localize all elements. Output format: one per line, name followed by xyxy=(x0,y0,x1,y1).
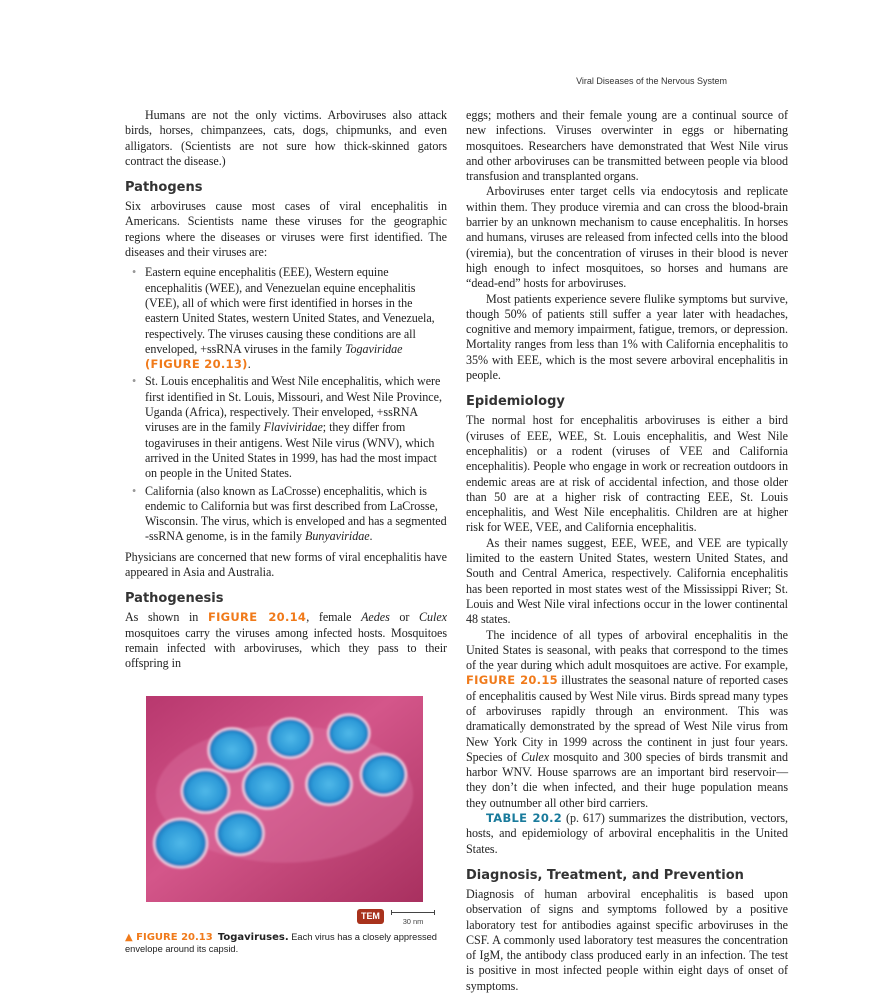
virion xyxy=(207,726,257,773)
text-run: Diagnosis of human arboviral encephaliti… xyxy=(466,886,788,993)
text-run: mosquitoes carry the viruses among infec… xyxy=(125,625,447,671)
section-heading: Epidemiology xyxy=(466,394,565,410)
text-run: or xyxy=(389,610,420,625)
figure-link[interactable]: FIGURE 20.14 xyxy=(207,610,307,625)
text-run: As shown in xyxy=(125,610,208,625)
text-run: Eastern equine encephalitis (EEE), Weste… xyxy=(145,265,435,356)
figure-link[interactable]: (FIGURE 20.13) xyxy=(145,357,248,372)
italic-text: Aedes xyxy=(361,610,390,625)
italic-text: Flaviviridae xyxy=(263,420,323,435)
italic-text: Culex xyxy=(521,749,550,764)
virion xyxy=(215,810,265,856)
figure-link[interactable]: FIGURE 20.15 xyxy=(466,673,558,688)
text-run: mosquito and 300 species of birds transm… xyxy=(466,749,789,810)
text-run: Physicians are concerned that new forms … xyxy=(125,549,447,580)
section-heading: Pathogenesis xyxy=(125,591,224,607)
virion xyxy=(359,752,408,796)
section-heading: Pathogens xyxy=(125,180,203,196)
text-run: , female xyxy=(306,610,362,625)
figure-caption: ▲ FIGURE 20.13 Togaviruses. Each virus h… xyxy=(125,931,445,955)
paragraph: Arboviruses enter target cells via endoc… xyxy=(466,184,788,291)
text-run: Six arboviruses cause most cases of vira… xyxy=(125,199,447,260)
scale-label: 30 nm xyxy=(402,916,424,926)
italic-text: Togaviridae xyxy=(344,341,403,356)
right-column: eggs; mothers and their female young are… xyxy=(466,108,788,994)
virion xyxy=(241,762,294,810)
figure-title: Togaviruses. xyxy=(217,931,289,943)
text-run: Arboviruses enter target cells via endoc… xyxy=(466,184,788,291)
paragraph: Most patients experience severe flulike … xyxy=(466,292,788,384)
text-run: ; they differ from togaviruses in their … xyxy=(145,420,437,481)
paragraph: As shown in FIGURE 20.14, female Aedes o… xyxy=(125,610,447,671)
text-run: The incidence of all types of arboviral … xyxy=(466,627,788,673)
text-run: As their names suggest, EEE, WEE, and VE… xyxy=(466,535,788,627)
running-head: Viral Diseases of the Nervous System xyxy=(576,76,727,86)
paragraph: Six arboviruses cause most cases of vira… xyxy=(125,199,447,260)
paragraph: eggs; mothers and their female young are… xyxy=(466,108,788,184)
scale-bar: 30 nm xyxy=(391,909,435,926)
text-run: The normal host for encephalitis arbovir… xyxy=(466,413,788,535)
paragraph: As their names suggest, EEE, WEE, and VE… xyxy=(466,536,788,628)
text-run: California (also known as LaCrosse) ence… xyxy=(145,483,447,544)
text-run: . xyxy=(247,357,251,372)
list-item: California (also known as LaCrosse) ence… xyxy=(132,483,447,545)
table-link[interactable]: TABLE 20.2 xyxy=(486,811,563,826)
figure-label: ▲ FIGURE 20.13 xyxy=(125,931,213,943)
figure-20-13: TEM 30 nm ▲ FIGURE 20.13 Togaviruses. Ea… xyxy=(125,695,447,966)
virion xyxy=(305,762,353,806)
virion xyxy=(327,712,371,753)
tem-badge: TEM xyxy=(357,908,384,924)
paragraph: TABLE 20.2 (p. 617) summarizes the distr… xyxy=(466,811,788,857)
paragraph: The incidence of all types of arboviral … xyxy=(466,628,788,812)
paragraph: Physicians are concerned that new forms … xyxy=(125,550,447,581)
text-run: . xyxy=(369,529,373,544)
list-item: St. Louis encephalitis and West Nile enc… xyxy=(132,374,447,481)
section-heading: Diagnosis, Treatment, and Prevention xyxy=(466,867,744,883)
italic-text: Bunyaviridae xyxy=(304,529,370,544)
italic-text: Culex xyxy=(419,610,447,625)
paragraph: Diagnosis of human arboviral encephaliti… xyxy=(466,887,788,994)
togavirus-micrograph xyxy=(146,695,423,902)
text-run: illustrates the seasonal nature of repor… xyxy=(466,673,789,764)
virion xyxy=(267,716,314,759)
paragraph: Humans are not the only victims. Arbovir… xyxy=(125,108,447,169)
figure-text: Each virus has a closely appressed envel… xyxy=(125,931,437,954)
text-run: Most patients experience severe flulike … xyxy=(466,291,788,383)
left-column: Humans are not the only victims. Arbovir… xyxy=(125,108,447,966)
virion xyxy=(180,768,231,814)
bullet-list: Eastern equine encephalitis (EEE), Weste… xyxy=(125,265,447,544)
paragraph: The normal host for encephalitis arbovir… xyxy=(466,413,788,535)
text-run: (p. 617) summarizes the distribution, ve… xyxy=(466,811,788,856)
text-run: St. Louis encephalitis and West Nile enc… xyxy=(145,374,442,435)
text-run: eggs; mothers and their female young are… xyxy=(466,108,788,184)
virion xyxy=(152,817,209,868)
text-run: Humans are not the only victims. Arbovir… xyxy=(125,108,447,168)
list-item: Eastern equine encephalitis (EEE), Weste… xyxy=(132,265,447,372)
